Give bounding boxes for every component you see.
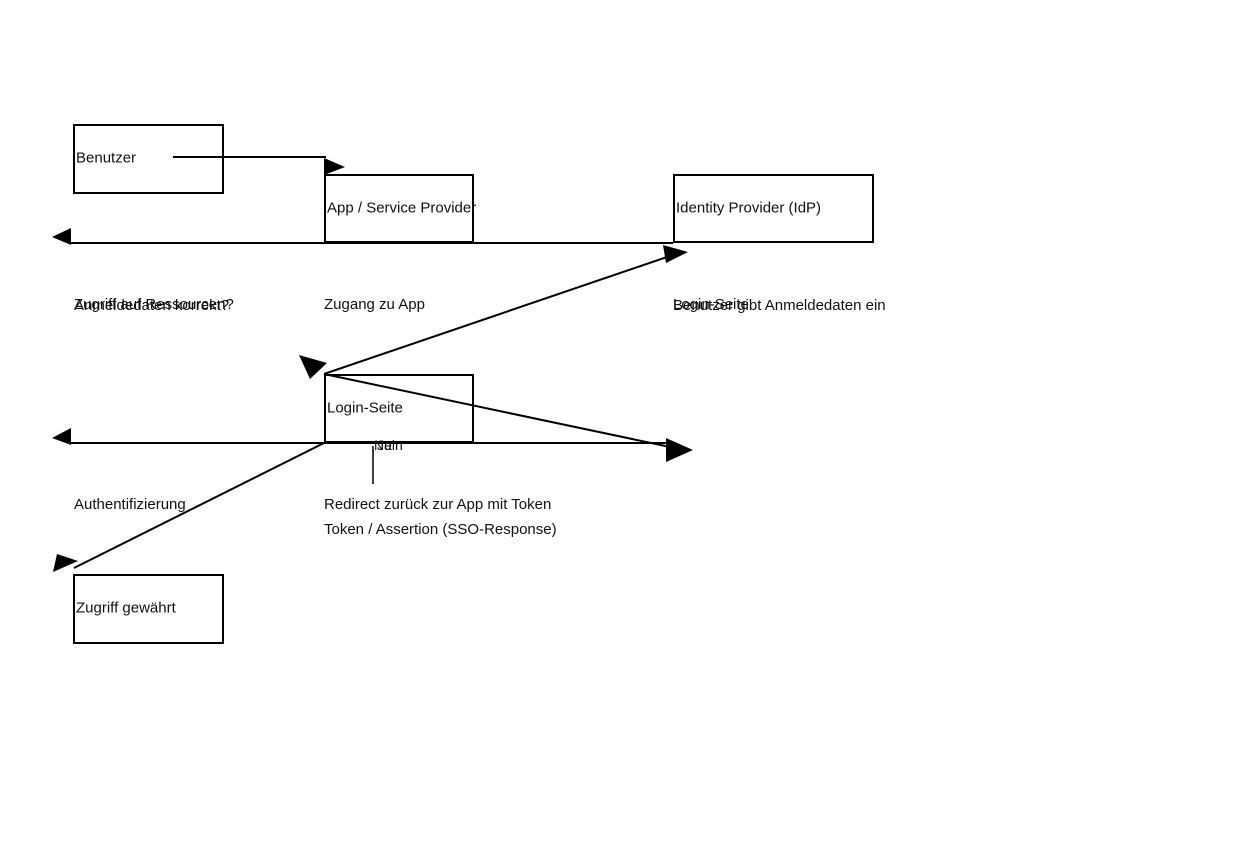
node-app-service-provider-label: App / Service Provider [327,198,477,216]
label-zugriff-auf-ressourcen: Zugriff auf Ressourcen? [74,296,234,313]
node-identity-provider-label: Identity Provider (IdP) [676,198,822,216]
label-zugang-zu-app: Zugang zu App [324,296,425,313]
arrowhead-right-bottom [666,438,693,462]
node-identity-provider: Identity Provider (IdP) [673,174,874,243]
label-benutzer-gibt-anmeldedaten: Benutzer gibt Anmeldedaten ein [673,297,886,314]
node-zugriff-gewaehrt: Zugriff gewährt [73,574,224,644]
arrowhead-left-top [52,228,71,245]
node-login-seite-label: Login-Seite [327,398,403,416]
label-token-assertion: Token / Assertion (SSO-Response) [324,521,557,538]
arrowhead-upleft-at-login [299,355,327,379]
node-benutzer: Benutzer [73,124,224,194]
node-benutzer-label: Benutzer [76,149,137,167]
label-authentifizierung: Authentifizierung [74,496,186,513]
arrowhead-right-below-idp [663,245,688,263]
label-ja-branch: Ja [377,437,392,453]
node-login-seite: Login-Seite [324,374,474,443]
node-zugriff-gewaehrt-label: Zugriff gewährt [76,599,176,617]
label-redirect-zur-app: Redirect zurück zur App mit Token [324,496,552,513]
arrowhead-left-bottom [52,428,71,445]
arrowhead-right-at-app [324,158,345,175]
label-anmeldedaten-korrekt: Anmeldedaten korrekt? [74,297,230,314]
arrow-idp-to-login-line [323,256,668,375]
label-login-seite: Login-Seite [673,296,749,313]
arrowhead-upleft-at-zugriff [53,554,78,572]
label-nein-branch: Nein [374,437,403,453]
node-app-service-provider: App / Service Provider [324,174,477,243]
